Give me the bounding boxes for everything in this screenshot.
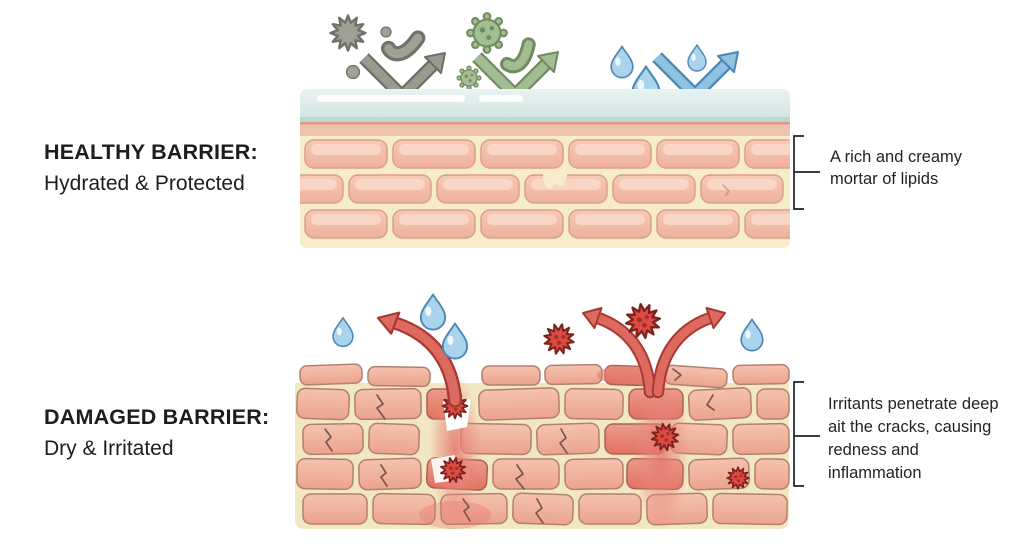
healthy-title: HEALTHY BARRIER: [44, 140, 258, 164]
allergen-icon [330, 15, 392, 80]
damaged-barrier-illustration [295, 294, 790, 531]
mortar-drip [543, 174, 567, 189]
moisture-layer [300, 89, 790, 122]
bacteria-icon [387, 31, 418, 59]
damaged-subtitle: Dry & Irritated [44, 437, 174, 460]
brick-row [302, 492, 788, 526]
irritation-bracket [793, 381, 820, 487]
skin-surface-layer [300, 122, 790, 136]
damaged-section-label: DAMAGED BARRIER: Dry & Irritated [44, 405, 269, 461]
healthy-subtitle: Hydrated & Protected [44, 172, 245, 195]
damaged-annotation: Irritants penetrate deep ait the cracks,… [828, 395, 999, 482]
healthy-section-label: HEALTHY BARRIER: Hydrated & Protected [44, 140, 258, 196]
healthy-annotation: A rich and creamy mortar of lipids [830, 148, 963, 188]
damaged-title: DAMAGED BARRIER: [44, 405, 270, 429]
lipid-mortar-bracket [793, 135, 820, 210]
brick-row [302, 422, 790, 456]
healthy-barrier-illustration [300, 13, 790, 248]
bacteria-green-icon [504, 44, 532, 68]
brick-row [296, 387, 790, 421]
brick-rows [300, 139, 790, 239]
brick-row [296, 457, 790, 491]
crack-line [324, 368, 715, 524]
